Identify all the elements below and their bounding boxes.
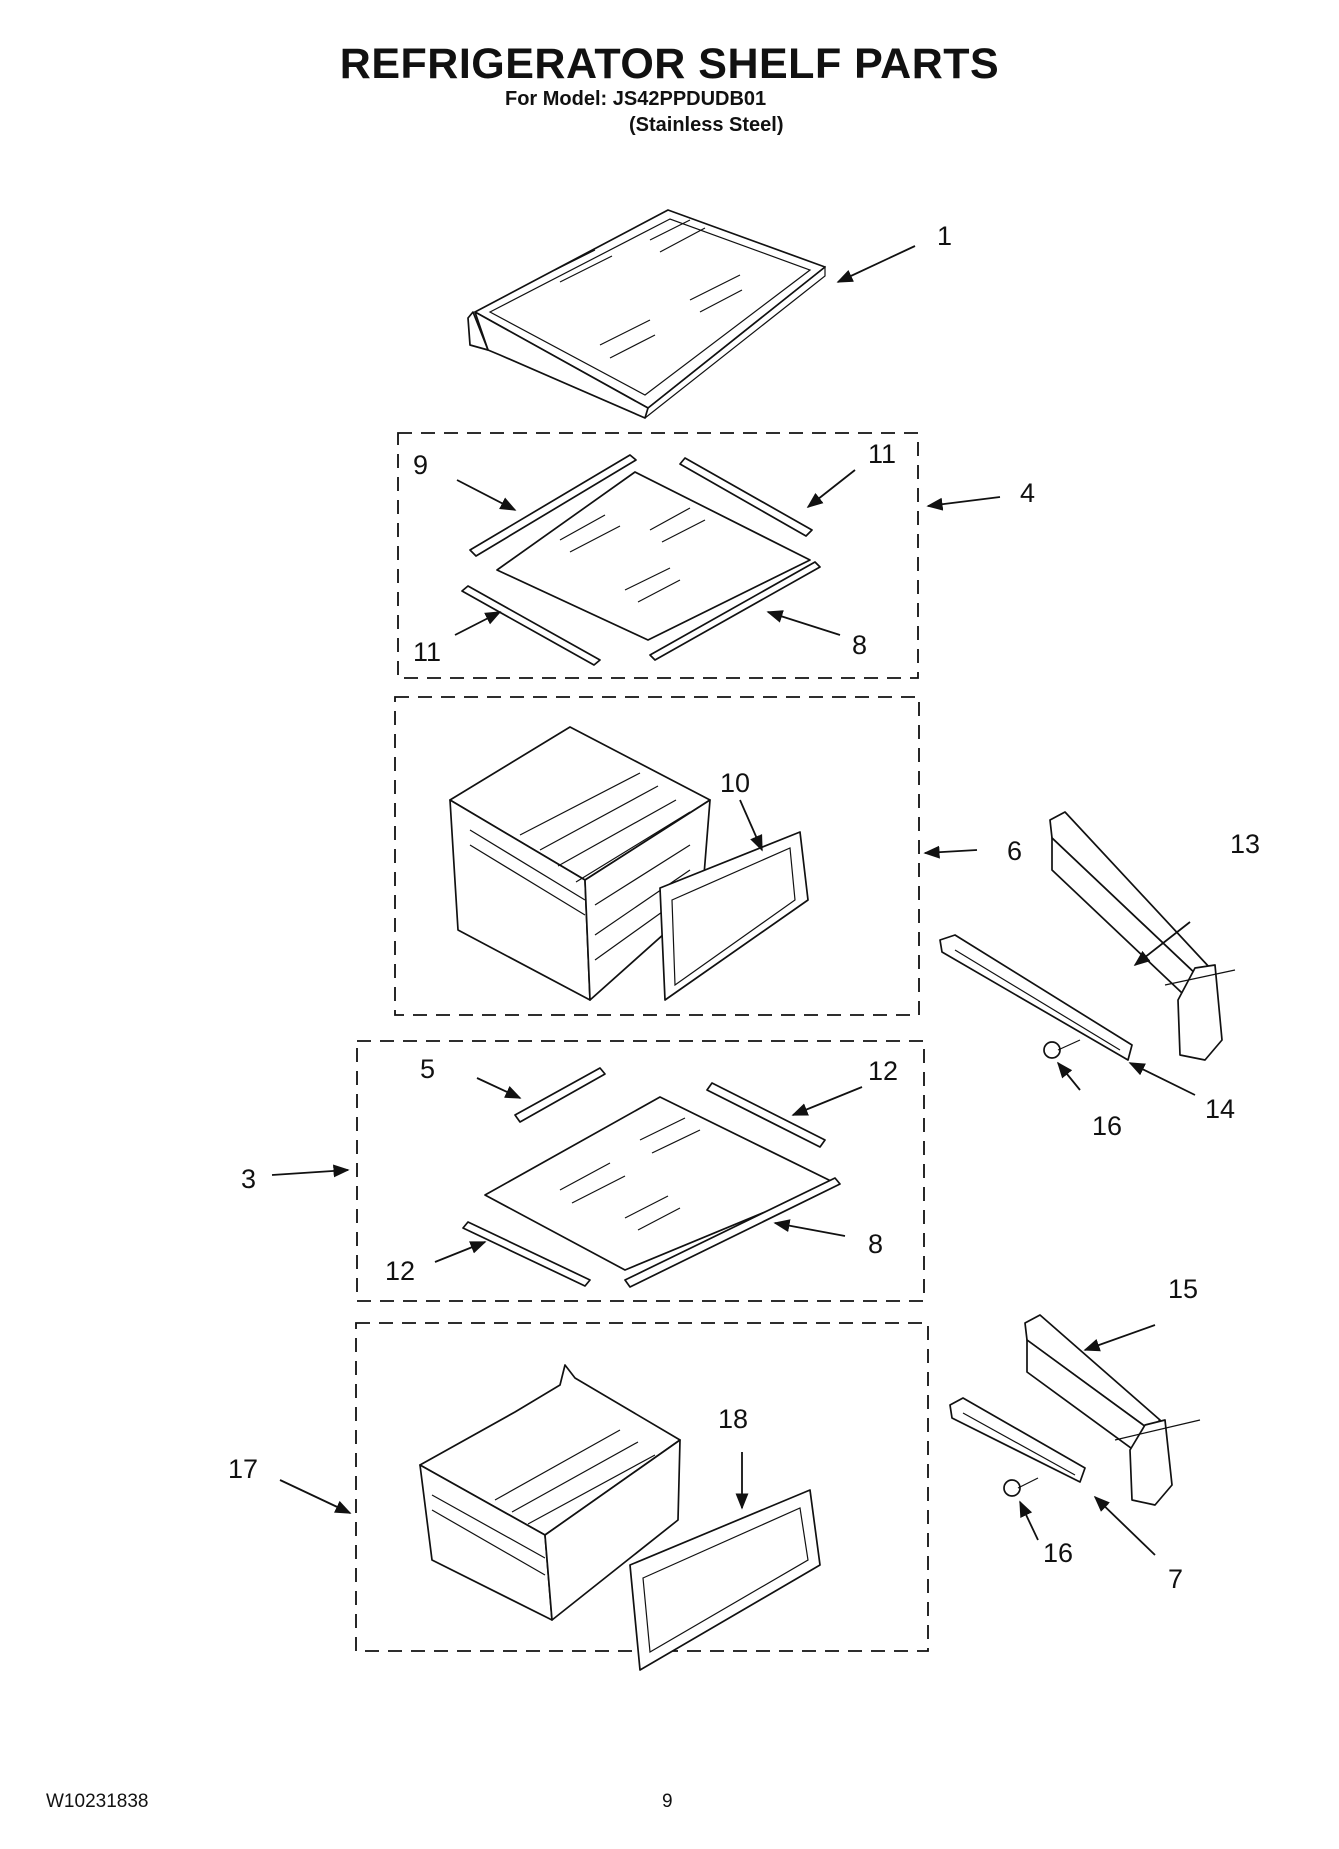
callout-8-upper: 8 [852,630,867,660]
callout-9: 9 [413,450,428,480]
callout-14: 14 [1205,1094,1235,1124]
callout-18: 18 [718,1404,748,1434]
assembly-17-pan [419,1364,821,1671]
callout-17: 17 [228,1454,258,1484]
callout-11-top: 11 [868,439,896,469]
bracket-assembly-15-7 [949,1314,1201,1506]
callout-10: 10 [720,768,750,798]
callout-7: 7 [1168,1564,1183,1594]
part-1-shelf-assembly [467,209,826,419]
assembly-3-parts [462,1067,841,1288]
page-number: 9 [662,1791,673,1812]
callout-12-left: 12 [385,1256,415,1286]
callout-5: 5 [420,1054,435,1084]
finish-line: (Stainless Steel) [629,114,784,136]
callout-4: 4 [1020,478,1035,508]
document-number: W10231838 [46,1791,149,1812]
assembly-3-boundary [356,1040,925,1302]
callout-13: 13 [1230,829,1260,859]
model-line: For Model: JS42PPDUDB01 [505,88,767,110]
callout-3: 3 [241,1164,256,1194]
bracket-assembly-13-14 [939,811,1236,1061]
assembly-6-boundary [394,696,920,1016]
callout-15: 15 [1168,1274,1198,1304]
assembly-4-parts [461,454,821,666]
callout-16-upper: 16 [1092,1111,1122,1141]
callout-1: 1 [937,221,952,251]
assembly-4-boundary [397,432,919,679]
callout-8-lower: 8 [868,1229,883,1259]
callout-11-bottom: 11 [413,637,441,667]
callout-16-lower: 16 [1043,1538,1073,1568]
assembly-6-crisper-bin [449,726,809,1001]
page-title: REFRIGERATOR SHELF PARTS [339,40,1000,88]
callout-6: 6 [1007,836,1022,866]
callout-12-right: 12 [868,1056,898,1086]
